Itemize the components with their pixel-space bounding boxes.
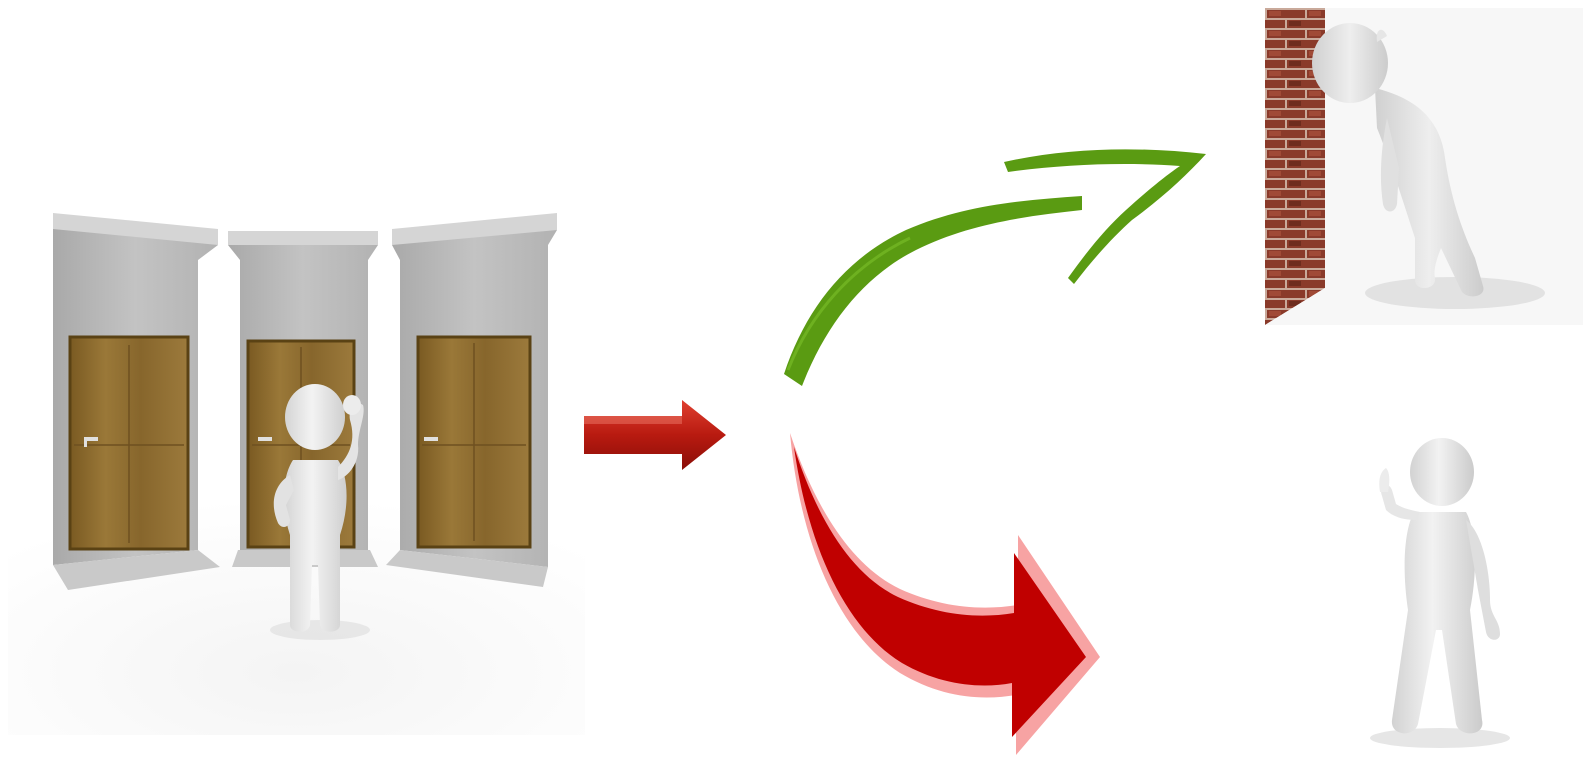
figure-head-against-brick-wall-icon	[1265, 8, 1583, 325]
red-curved-arrow	[780, 425, 1110, 761]
figure-thumbs-up-icon	[1330, 420, 1550, 755]
right-arrow	[582, 398, 730, 472]
green-brush-arrow-icon	[776, 138, 1220, 394]
right-arrow-icon	[582, 398, 730, 472]
red-curved-arrow-icon	[780, 425, 1110, 761]
green-curved-arrow	[776, 138, 1220, 394]
wall-panel	[1265, 8, 1583, 325]
thumbs-up-panel	[1330, 420, 1550, 755]
doors-panel	[8, 205, 585, 735]
door-frame-left	[53, 213, 220, 590]
three-doors-thinking-figure-icon	[8, 205, 585, 735]
door-frame-right	[386, 213, 557, 587]
